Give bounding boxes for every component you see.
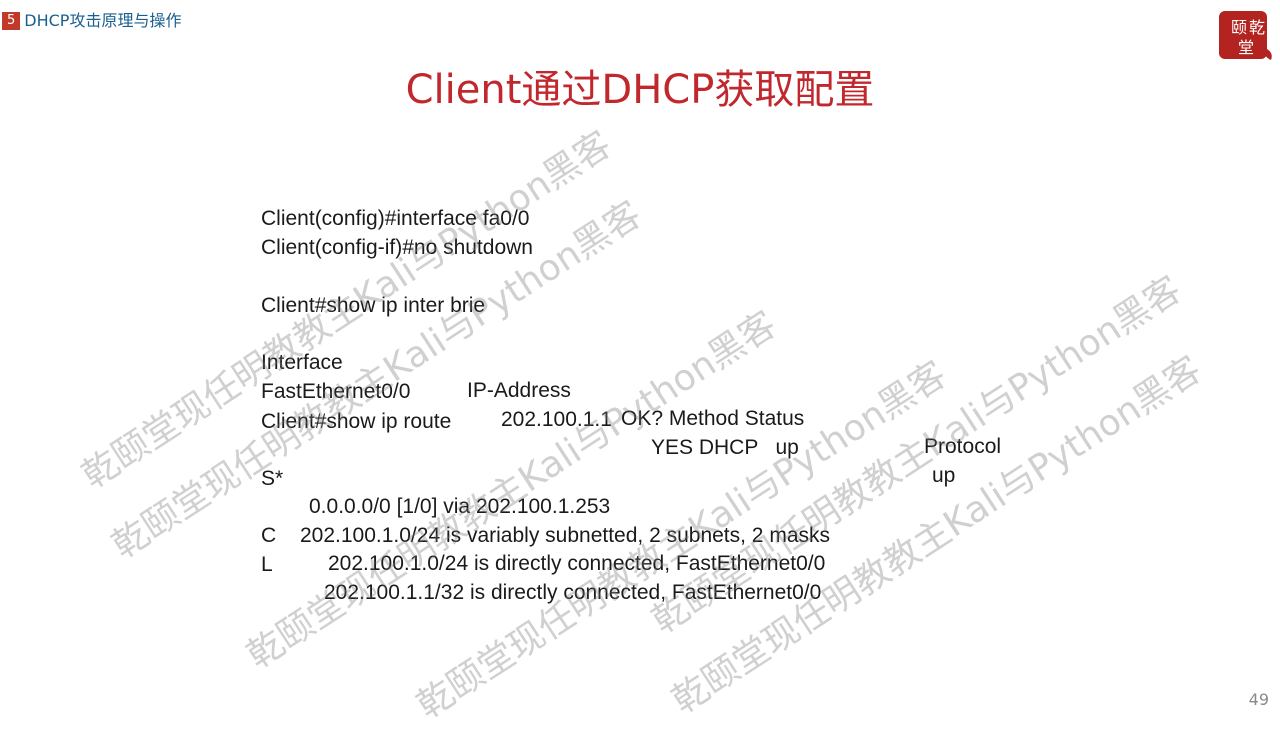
header-protocol: Protocol: [924, 435, 1002, 458]
logo-seal: 颐 乾 堂: [1219, 11, 1272, 60]
route-code: S*: [261, 467, 284, 490]
config-line-2: Client(config-if)#no shutdown: [261, 236, 533, 259]
page-number: 49: [1248, 690, 1269, 709]
route-text: 202.100.1.0/24 is variably subnetted, 2 …: [300, 524, 830, 547]
route-text: 0.0.0.0/0 [1/0] via 202.100.1.253: [309, 495, 611, 518]
route-code: L: [261, 553, 273, 576]
cell-protocol: up: [932, 464, 956, 487]
section-number: 5: [2, 12, 21, 30]
header-ip-address: IP-Address: [467, 379, 571, 402]
cell-interface: FastEthernet0/0: [261, 380, 411, 403]
header-interface: Interface: [261, 351, 343, 374]
interface-table-row: FastEthernet0/0 202.100.1.1 YES DHCP up …: [261, 350, 955, 518]
route-text: 202.100.1.0/24 is directly connected, Fa…: [328, 552, 826, 575]
route-row: C 202.100.1.0/24 is directly connected, …: [261, 494, 825, 606]
section-tag: 5 DHCP攻击原理与操作: [2, 11, 181, 31]
cell-ok-method-status: YES DHCP up: [651, 436, 799, 459]
svg-text:乾: 乾: [1249, 18, 1265, 37]
route-text: 202.100.1.1/32 is directly connected, Fa…: [324, 581, 822, 604]
show-interface-command: Client#show ip inter brie: [261, 294, 486, 317]
section-title: DHCP攻击原理与操作: [24, 11, 182, 30]
route-row: L 202.100.1.1/32 is directly connected, …: [261, 523, 821, 635]
show-route-command: Client#show ip route: [261, 410, 452, 433]
route-row: S* 0.0.0.0/0 [1/0] via 202.100.1.253: [261, 437, 610, 549]
header-ok-method-status: OK? Method Status: [621, 407, 805, 430]
svg-text:颐: 颐: [1231, 18, 1247, 37]
interface-table-header: Interface IP-Address OK? Method Status P…: [261, 321, 1001, 489]
route-code: C: [261, 524, 277, 547]
route-row: 202.100.1.0/24 is variably subnetted, 2 …: [261, 466, 830, 578]
slide-title: Client通过DHCP获取配置: [405, 67, 875, 113]
cell-ip-address: 202.100.1.1: [501, 408, 612, 431]
svg-text:堂: 堂: [1238, 38, 1254, 57]
config-line-1: Client(config)#interface fa0/0: [261, 207, 530, 230]
